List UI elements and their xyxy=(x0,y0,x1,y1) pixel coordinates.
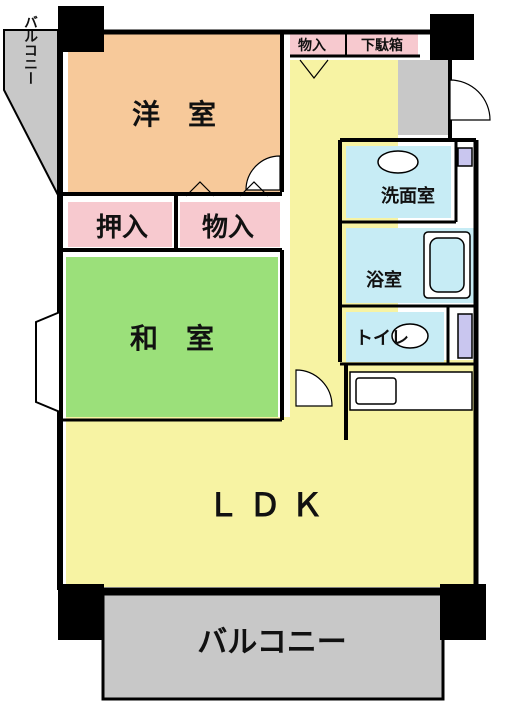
entrance xyxy=(398,60,448,135)
ldk-area xyxy=(66,417,476,587)
closet-left xyxy=(68,202,172,247)
bottom-balcony-label: バルコニー xyxy=(197,625,346,660)
column-bottom-right xyxy=(440,584,486,640)
fixtures xyxy=(349,147,473,411)
storage-center-label: 物入 xyxy=(202,213,254,243)
western-room xyxy=(68,34,280,192)
japanese-room-label: 和 室 xyxy=(130,322,214,355)
toilet-label: トイレ xyxy=(355,328,409,349)
top-storage-strip xyxy=(290,34,418,56)
column-bottom-left xyxy=(58,584,104,640)
storage-center xyxy=(180,202,280,247)
western-room-label: 洋 室 xyxy=(132,98,216,131)
door-swings xyxy=(185,59,491,407)
toilet-shelf xyxy=(457,313,473,359)
washroom-label: 洗面室 xyxy=(381,185,435,207)
side-balcony-label: バルコニー xyxy=(22,15,38,85)
storage-top-label: 物入 xyxy=(298,37,326,54)
shoe-box-label: 下駄箱 xyxy=(361,37,403,54)
bottom-balcony xyxy=(101,592,445,701)
wash-basin xyxy=(377,150,419,174)
washing-machine-pan xyxy=(457,147,473,167)
toilet-bowl xyxy=(391,323,429,349)
japanese-room xyxy=(66,257,278,417)
ldk-label: ＬＤＫ xyxy=(207,486,333,524)
closet-left-label: 押入 xyxy=(96,213,148,243)
bay-window xyxy=(35,310,61,414)
bathtub-inner xyxy=(429,237,465,293)
column-top-left xyxy=(58,6,104,52)
bathroom-label: 浴室 xyxy=(366,269,402,291)
column-top-right xyxy=(430,14,474,60)
kitchen-sink xyxy=(355,377,397,405)
